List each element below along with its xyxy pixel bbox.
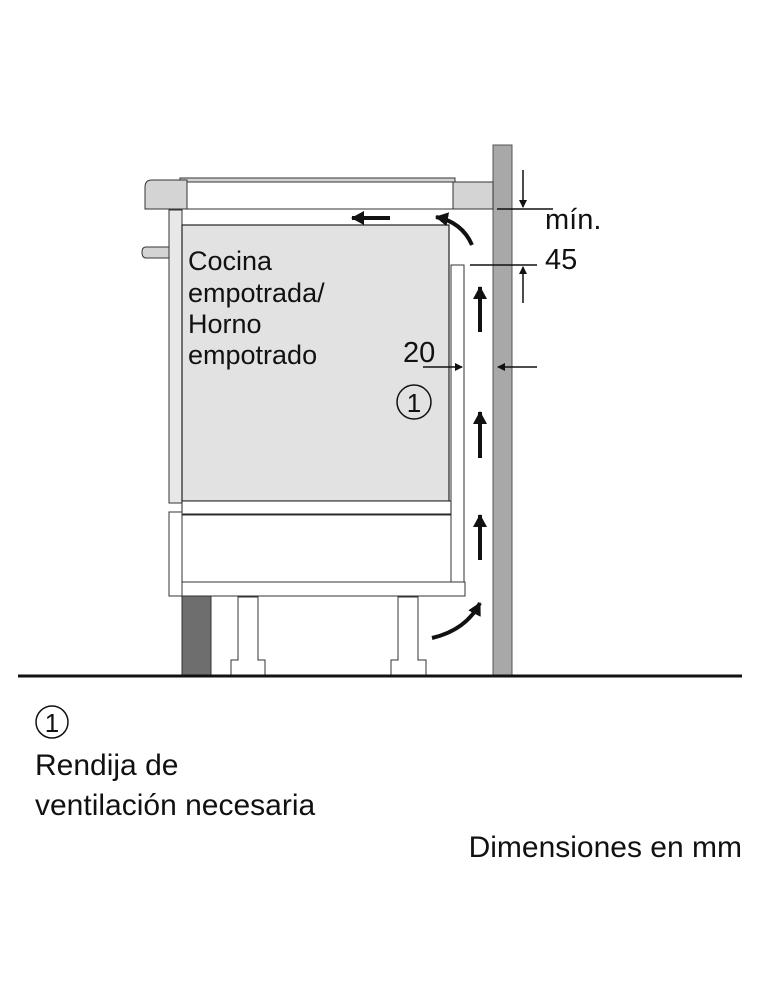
- plinth: [181, 595, 212, 677]
- base-board: [181, 581, 466, 597]
- knob: [141, 246, 171, 259]
- svg-text:empotrada/: empotrada/: [188, 278, 325, 308]
- legend-line-1: Rendija de: [35, 749, 178, 782]
- dimension-20-label: 20: [403, 337, 435, 369]
- legend: 1 Rendija de ventilación necesaria: [35, 705, 315, 822]
- drawer-front: [168, 511, 183, 597]
- svg-text:Cocina: Cocina: [188, 246, 273, 276]
- dimension-min-label: mín.: [545, 204, 601, 236]
- drawer: [181, 514, 452, 583]
- shelf: [181, 500, 452, 515]
- worktop: [144, 177, 494, 210]
- units-note: Dimensiones en mm: [469, 831, 742, 864]
- built-in-appliance: [181, 224, 450, 502]
- callout-ventilation-gap: 1: [396, 384, 432, 420]
- dimension-45-label: 45: [545, 244, 577, 276]
- airflow-arrow-curve-bottom: [431, 602, 482, 640]
- svg-text:1: 1: [407, 388, 421, 418]
- svg-text:Horno: Horno: [188, 309, 262, 339]
- leg: [390, 596, 427, 676]
- leg: [230, 596, 266, 676]
- dimension-lines: [423, 170, 553, 371]
- svg-text:empotrado: empotrado: [188, 340, 317, 370]
- airflow-arrow-curve-top: [435, 212, 474, 246]
- legend-line-2: ventilación necesaria: [35, 789, 315, 822]
- legend-number: 1: [45, 708, 59, 738]
- wall: [492, 144, 513, 677]
- appliance-label: Cocina empotrada/ Horno empotrado: [188, 246, 325, 370]
- front-panel: [168, 209, 183, 504]
- airflow-arrows: [351, 211, 487, 640]
- side-panel: [450, 264, 465, 584]
